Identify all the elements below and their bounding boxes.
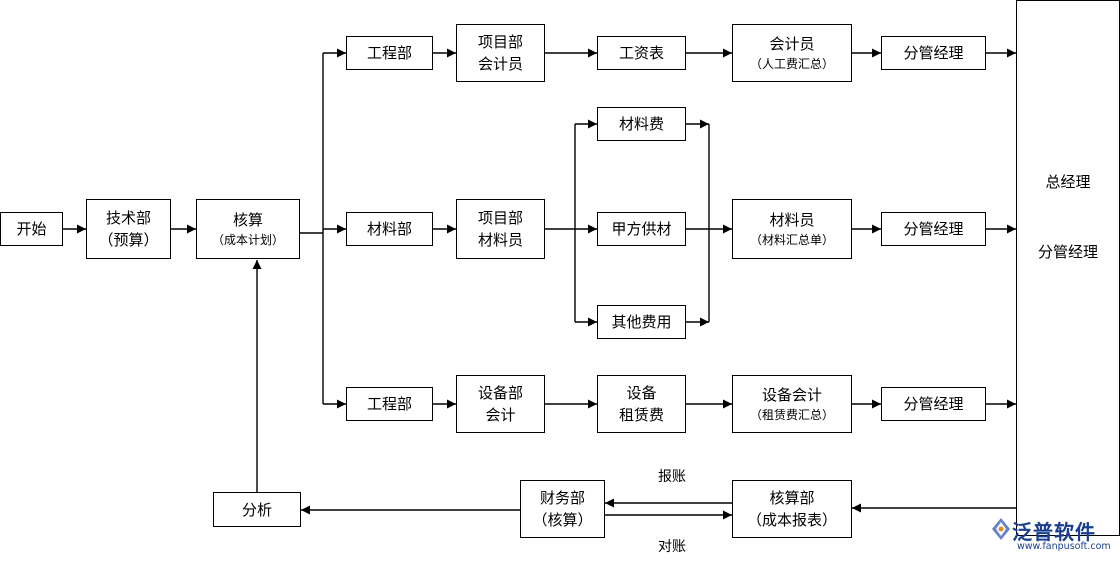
eng-dept-bottom-label: 工程部 (366, 395, 412, 413)
manager-mid-label: 分管经理 (903, 220, 964, 238)
fanpu-logo-icon (992, 518, 1010, 540)
owner-supplied-node: 甲方供材 (597, 212, 686, 246)
material-clerk-node: 材料员 （材料汇总单） (732, 199, 852, 259)
reconcile-label: 对账 (658, 539, 686, 555)
reimburse-label: 报账 (658, 469, 686, 485)
other-fees-label: 其他费用 (611, 313, 672, 331)
accountant-node: 会计员 （人工费汇总） (732, 24, 852, 82)
manager-bottom-label: 分管经理 (903, 395, 964, 413)
finance-label-2: （核算） (532, 511, 593, 529)
finance-label-1: 财务部 (539, 489, 585, 507)
proj-accountant-label-2: 会计员 (477, 55, 523, 73)
finance-node: 财务部 （核算） (520, 480, 605, 538)
cost-report-label-1: 核算部 (769, 489, 815, 507)
accounting-label: 核算 (232, 211, 263, 229)
accountant-label: 会计员 (769, 35, 815, 53)
tech-dept-sublabel: （预算） (98, 231, 159, 249)
tech-dept-node: 技术部 （预算） (86, 199, 171, 259)
equip-accounting-node: 设备会计 （租赁费汇总） (732, 375, 852, 433)
equip-rent-node: 设备 租赁费 (597, 375, 686, 433)
analysis-label: 分析 (241, 500, 272, 519)
eng-dept-bottom-node: 工程部 (346, 387, 433, 421)
tech-dept-label: 技术部 (105, 209, 151, 227)
proj-material-label-1: 项目部 (477, 209, 523, 227)
equip-rent-label-2: 租赁费 (618, 406, 664, 424)
equip-rent-label-1: 设备 (626, 384, 657, 402)
equip-dept-label-2: 会计 (485, 406, 516, 424)
material-fee-label: 材料费 (618, 115, 664, 133)
start-label: 开始 (16, 220, 47, 238)
eng-dept-top-label: 工程部 (366, 44, 412, 62)
cost-report-label-2: （成本报表） (746, 511, 837, 529)
owner-supplied-label: 甲方供材 (611, 220, 672, 238)
material-dept-label: 材料部 (366, 220, 412, 238)
accounting-sublabel: （成本计划） (211, 233, 284, 247)
manager-mid-node: 分管经理 (881, 212, 986, 246)
general-manager-label: 总经理 (1045, 173, 1091, 191)
proj-material-node: 项目部 材料员 (456, 199, 545, 259)
equip-accounting-label: 设备会计 (761, 386, 822, 404)
general-manager-label-2: 分管经理 (1037, 243, 1098, 261)
manager-top-label: 分管经理 (903, 44, 964, 62)
wage-sheet-label: 工资表 (618, 44, 664, 62)
material-fee-node: 材料费 (597, 107, 686, 141)
accounting-node: 核算 （成本计划） (196, 199, 300, 259)
cost-report-node: 核算部 （成本报表） (732, 480, 852, 538)
material-dept-node: 材料部 (346, 212, 433, 246)
analysis-node: 分析 (213, 492, 301, 527)
other-fees-node: 其他费用 (597, 305, 686, 339)
manager-top-node: 分管经理 (881, 36, 986, 70)
material-clerk-label: 材料员 (769, 211, 815, 229)
logo-name: 泛普软件 (1012, 520, 1096, 544)
equip-dept-node: 设备部 会计 (456, 375, 545, 433)
accountant-sublabel: （人工费汇总） (749, 57, 834, 71)
general-manager-node: 总经理 分管经理 (1016, 0, 1120, 536)
eng-dept-top-node: 工程部 (346, 36, 433, 70)
proj-accountant-label-1: 项目部 (477, 33, 523, 51)
material-clerk-sublabel: （材料汇总单） (749, 233, 834, 247)
wage-sheet-node: 工资表 (597, 36, 686, 70)
fanpu-logo: 泛普软件 www.fanpusoft.com (990, 516, 1114, 556)
equip-accounting-sublabel: （租赁费汇总） (749, 408, 834, 422)
equip-dept-label-1: 设备部 (477, 384, 523, 402)
logo-url: www.fanpusoft.com (1017, 541, 1111, 552)
proj-accountant-node: 项目部 会计员 (456, 24, 545, 82)
manager-bottom-node: 分管经理 (881, 387, 986, 421)
start-node: 开始 (0, 212, 63, 246)
proj-material-label-2: 材料员 (477, 231, 523, 249)
